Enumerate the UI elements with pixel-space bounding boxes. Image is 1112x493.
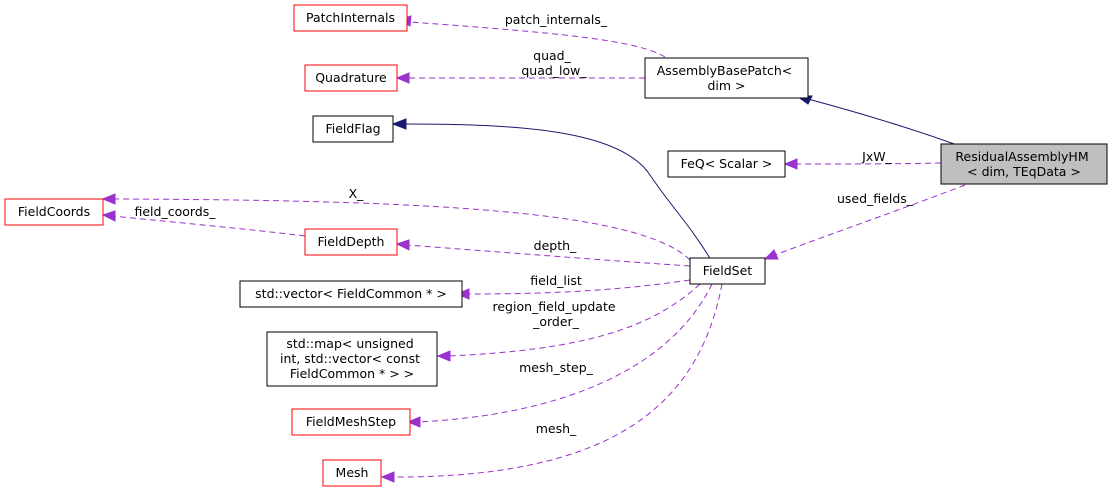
svg-text:Mesh: Mesh — [336, 465, 369, 480]
edge-mesh-step-arrowhead — [406, 416, 421, 428]
svg-text:FieldMeshStep: FieldMeshStep — [306, 414, 396, 429]
node-field-flag[interactable]: FieldFlag — [312, 115, 394, 143]
node-patch-internals[interactable]: PatchInternals — [293, 4, 408, 32]
node-residual-assembly-hm[interactable]: ResidualAssemblyHM < dim, TEqData > — [940, 143, 1108, 185]
label-field-coords: field_coords_ — [134, 204, 216, 219]
svg-text:FieldSet: FieldSet — [703, 263, 752, 278]
edge-used-fields-arrowhead — [763, 249, 779, 260]
svg-text:Quadrature: Quadrature — [315, 70, 387, 85]
label-quad: quad_ quad_low_ — [521, 48, 587, 78]
edge-mesh — [391, 283, 723, 478]
label-depth: depth_ — [534, 238, 577, 253]
label-field-list: field_list — [530, 273, 582, 288]
svg-text:PatchInternals: PatchInternals — [306, 10, 395, 25]
edge-field-coords-arrowhead — [101, 210, 116, 222]
edge-inherit-field-flag — [402, 123, 712, 261]
edge-region-field-update-arrowhead — [436, 350, 451, 362]
node-field-coords[interactable]: FieldCoords — [4, 198, 104, 226]
node-feq-scalar[interactable]: FeQ< Scalar > — [667, 150, 786, 178]
node-field-mesh-step[interactable]: FieldMeshStep — [291, 408, 411, 436]
svg-text:std::vector< FieldCommon * >: std::vector< FieldCommon * > — [255, 286, 447, 301]
edge-field-coords — [112, 215, 306, 237]
label-x: X_ — [349, 186, 365, 201]
edge-quad-arrowhead — [395, 72, 410, 84]
edge-patch-internals — [408, 21, 666, 58]
edge-x — [112, 198, 691, 261]
node-mesh[interactable]: Mesh — [322, 459, 382, 487]
edge-x-arrowhead — [101, 193, 116, 205]
label-jxw: JxW_ — [861, 149, 892, 164]
svg-text:AssemblyBasePatch< dim >: AssemblyBasePatch< dim > — [657, 63, 796, 93]
label-mesh: mesh_ — [536, 421, 577, 436]
edge-inherit-field-flag-arrowhead — [391, 118, 407, 130]
svg-text:FeQ< Scalar >: FeQ< Scalar > — [681, 156, 773, 171]
edge-mesh-step — [417, 283, 713, 423]
node-vector-field-common[interactable]: std::vector< FieldCommon * > — [239, 280, 463, 308]
node-field-depth[interactable]: FieldDepth — [304, 228, 398, 256]
node-assembly-base-patch[interactable]: AssemblyBasePatch< dim > — [644, 57, 809, 99]
node-field-set[interactable]: FieldSet — [689, 257, 766, 285]
edge-used-fields — [774, 184, 966, 256]
edge-field-list-arrowhead — [455, 288, 470, 300]
edge-region-field-update — [447, 283, 701, 357]
label-region-field-update: region_field_update _order_ — [492, 299, 619, 329]
edge-depth — [406, 244, 691, 267]
svg-text:FieldDepth: FieldDepth — [318, 234, 385, 249]
label-used-fields: used_fields_ — [837, 191, 914, 206]
label-patch-internals: patch_internals_ — [505, 12, 608, 27]
node-map-unsigned[interactable]: std::map< unsigned int, std::vector< con… — [266, 331, 438, 387]
edge-inherit-assembly-base-patch — [807, 98, 958, 146]
edge-mesh-arrowhead — [380, 471, 395, 483]
svg-text:FieldFlag: FieldFlag — [325, 121, 380, 136]
edge-jxw-arrowhead — [783, 158, 798, 170]
svg-text:std::map< unsigned int,: std::map< unsigned int, std::vector< con… — [280, 336, 424, 381]
svg-text:ResidualAssemblyHM < dim: ResidualAssemblyHM < dim, TEqData > — [955, 149, 1092, 179]
label-mesh-step: mesh_step_ — [519, 360, 594, 375]
node-quadrature[interactable]: Quadrature — [304, 64, 398, 92]
svg-text:FieldCoords: FieldCoords — [18, 204, 90, 219]
edge-jxw — [794, 162, 942, 165]
edge-field-list — [466, 279, 691, 295]
edge-depth-arrowhead — [395, 239, 410, 251]
